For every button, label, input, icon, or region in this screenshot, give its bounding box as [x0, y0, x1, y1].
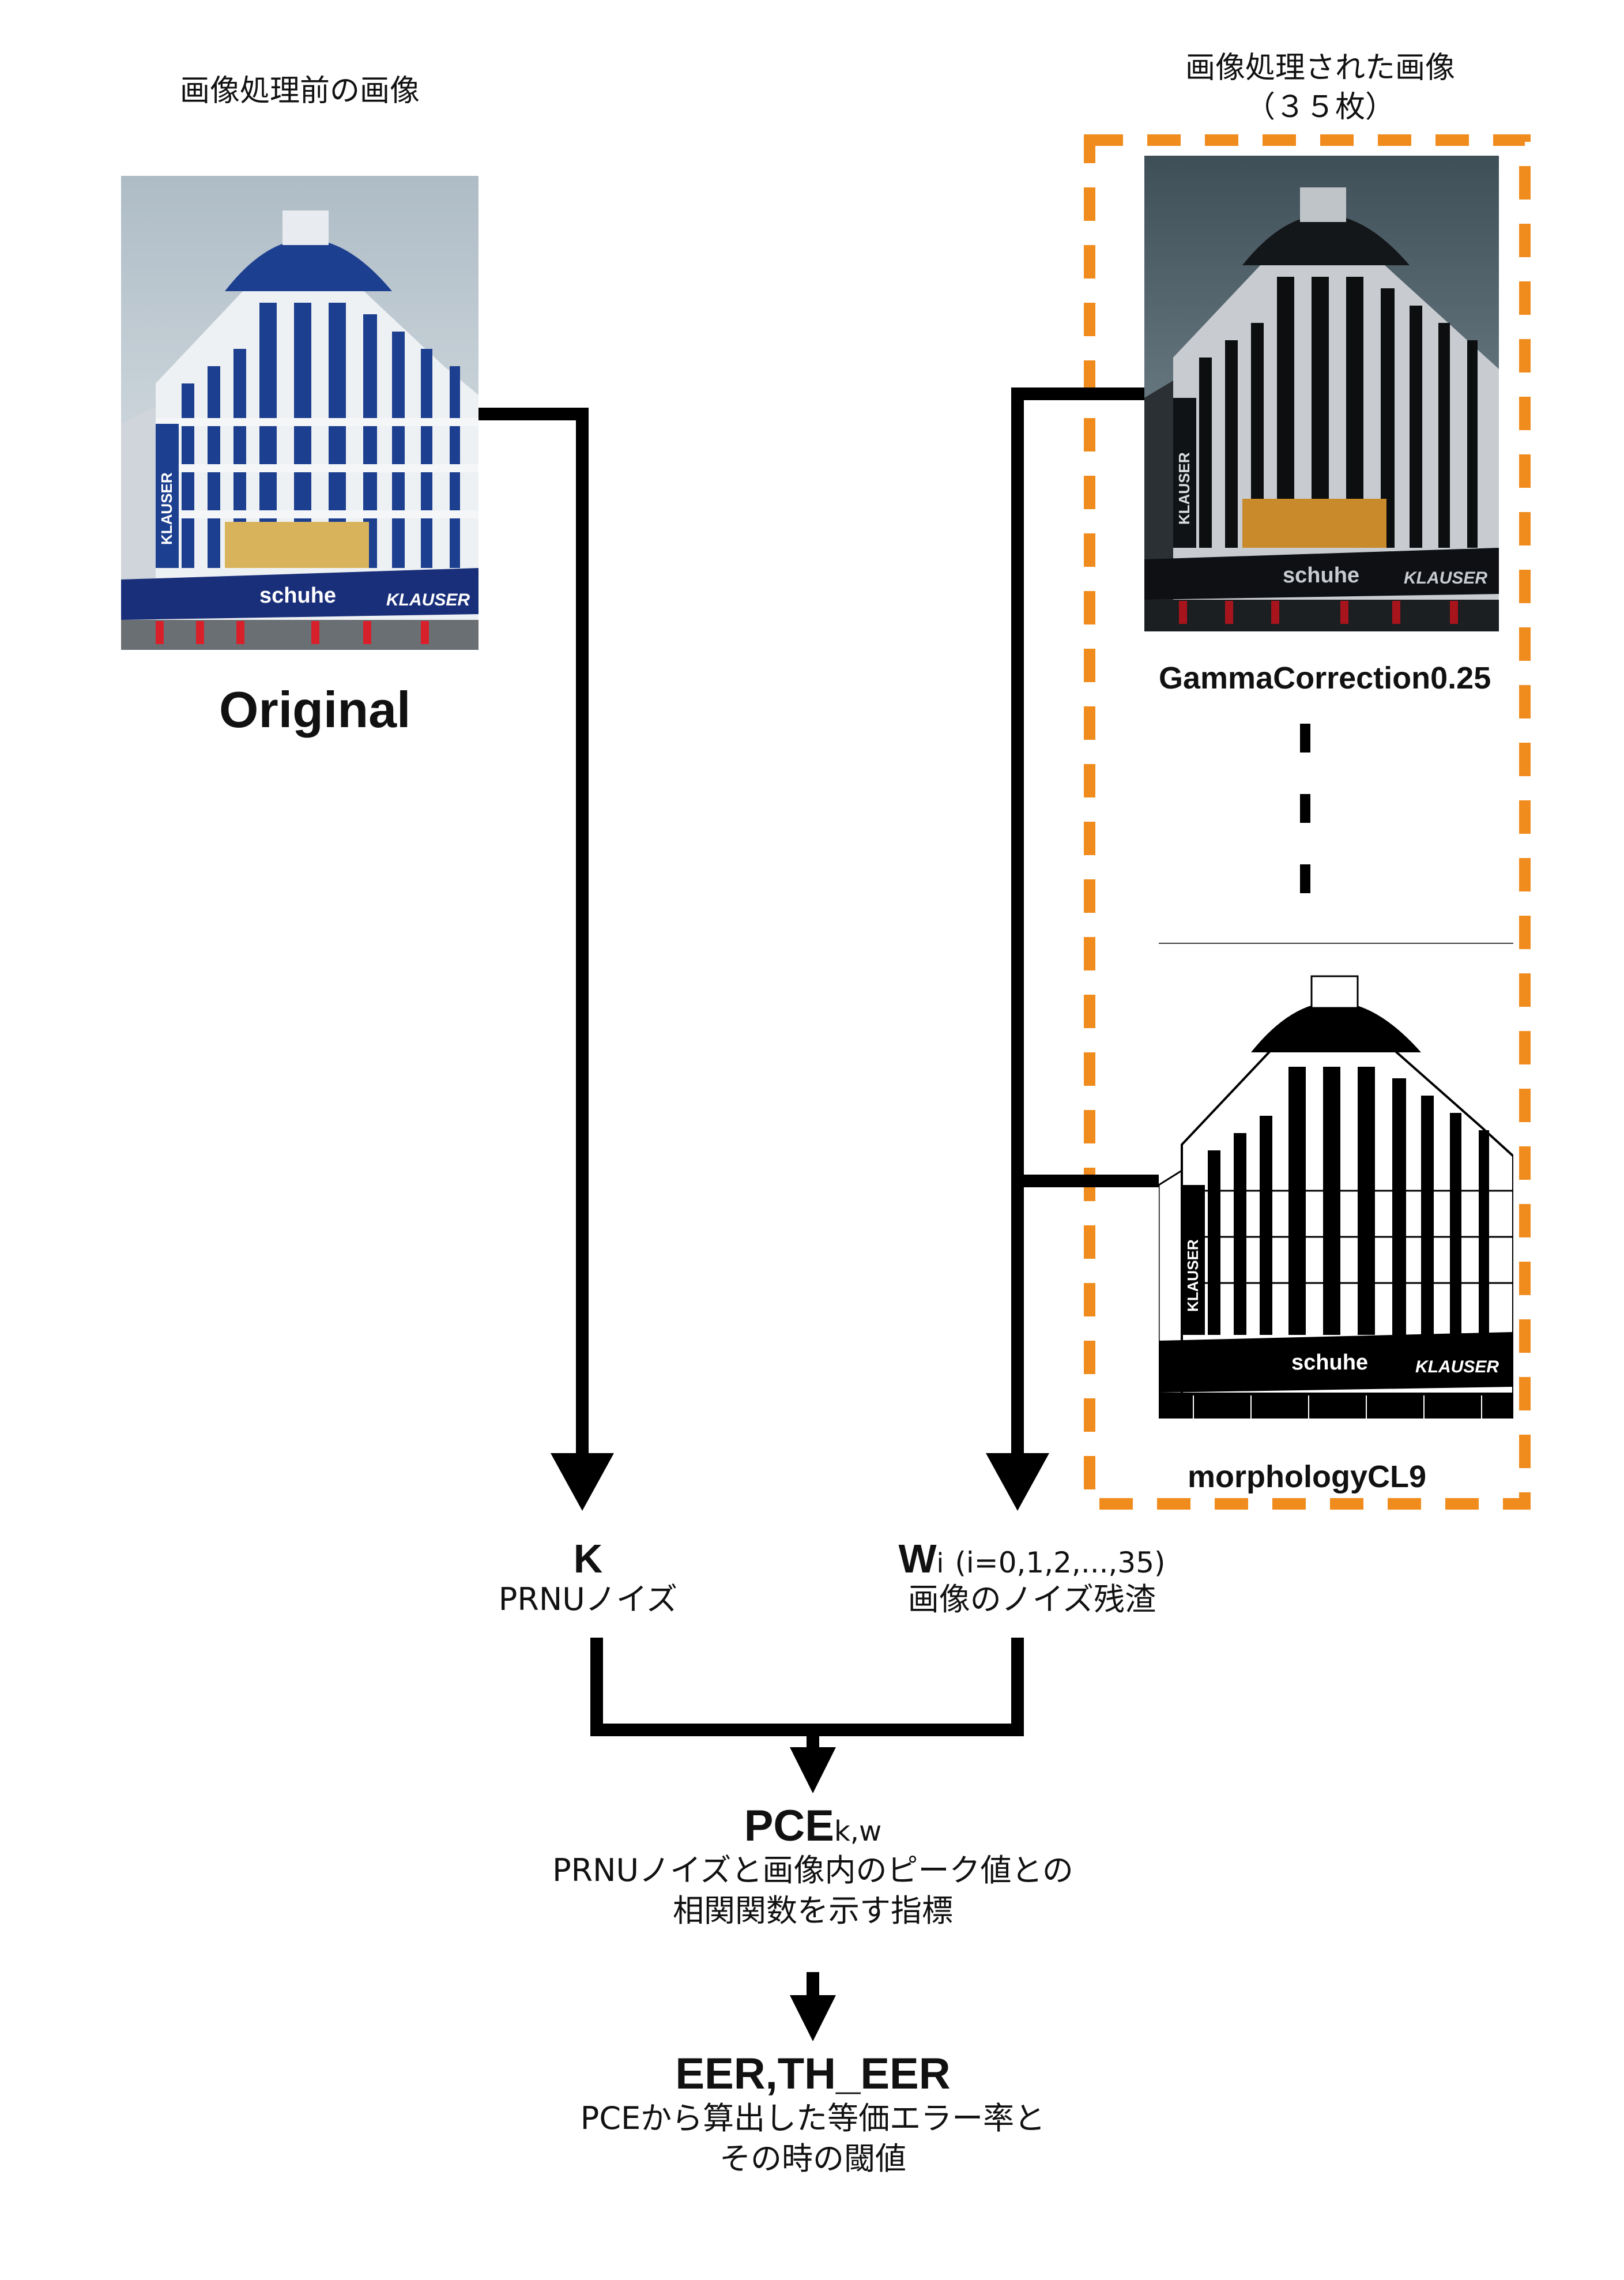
- node-w-symbol: W: [898, 1536, 937, 1581]
- original-to-k-line: [478, 408, 589, 1465]
- svg-text:schuhe: schuhe: [1283, 563, 1359, 588]
- node-pce-desc-line2: 相関関数を示す指標: [673, 1892, 953, 1929]
- node-k: K PRNUノイズ: [461, 1537, 715, 1619]
- processed-to-w-arrowhead: [986, 1453, 1049, 1511]
- node-w-subscript: i: [936, 1548, 944, 1579]
- processed-header: 画像処理された画像 （３５枚）: [1147, 49, 1493, 127]
- node-eer-symbol: EER,TH_EER: [675, 2049, 951, 2098]
- original-to-k-arrowhead: [551, 1453, 614, 1511]
- node-w-title: Wi (i=0,1,2,...,35): [853, 1537, 1211, 1581]
- node-pce-title: PCEk,w: [478, 1802, 1147, 1850]
- svg-text:KLAUSER: KLAUSER: [158, 472, 175, 545]
- node-eer-desc-line1: PCEから算出した等価エラー率と: [580, 2100, 1046, 2136]
- svg-text:KLAUSER: KLAUSER: [1175, 452, 1193, 525]
- morphology-caption: morphologyCL9: [1188, 1459, 1426, 1494]
- k-w-merge-line: [590, 1638, 1024, 1736]
- more-images-ellipsis: [1300, 724, 1310, 894]
- svg-text:KLAUSER: KLAUSER: [1404, 569, 1487, 588]
- node-k-symbol: K: [573, 1536, 603, 1581]
- morphology-photo: KLAUSER schuhe KLAUSER: [1159, 943, 1513, 1419]
- svg-text:KLAUSER: KLAUSER: [386, 590, 470, 609]
- original-caption: Original: [219, 681, 411, 738]
- node-eer-desc-line2: その時の閾値: [719, 2140, 906, 2177]
- svg-text:schuhe: schuhe: [259, 584, 336, 608]
- node-w: Wi (i=0,1,2,...,35) 画像のノイズ残渣: [853, 1537, 1211, 1619]
- merge-to-pce-arrowhead: [790, 1747, 836, 1793]
- gamma-caption: GammaCorrection0.25: [1159, 661, 1491, 695]
- gamma-corrected-photo: KLAUSER schuhe KLAUSER: [1144, 156, 1499, 631]
- node-pce-desc-line1: PRNUノイズと画像内のピーク値との: [552, 1852, 1073, 1888]
- processed-header-line1: 画像処理された画像: [1185, 51, 1455, 85]
- svg-text:schuhe: schuhe: [1291, 1350, 1368, 1375]
- original-header: 画像処理前の画像: [179, 74, 420, 108]
- pce-to-eer-arrowhead: [790, 1995, 836, 2041]
- node-pce-subscript: k,w: [834, 1815, 882, 1848]
- processed-header-line2: （３５枚）: [1245, 89, 1395, 125]
- node-pce: PCEk,w PRNUノイズと画像内のピーク値との 相関関数を示す指標: [478, 1802, 1147, 1931]
- gamma-to-w-line: [1011, 387, 1144, 1465]
- node-k-desc: PRNUノイズ: [498, 1581, 678, 1617]
- node-w-desc: 画像のノイズ残渣: [907, 1581, 1156, 1617]
- original-photo: KLAUSER schuhe KLAUSER: [121, 176, 478, 650]
- node-pce-symbol: PCE: [744, 1801, 834, 1850]
- svg-text:KLAUSER: KLAUSER: [1415, 1357, 1499, 1376]
- node-w-range: (i=0,1,2,...,35): [955, 1546, 1166, 1579]
- svg-text:KLAUSER: KLAUSER: [1184, 1239, 1201, 1312]
- node-eer: EER,TH_EER PCEから算出した等価エラー率と その時の閾値: [478, 2050, 1147, 2179]
